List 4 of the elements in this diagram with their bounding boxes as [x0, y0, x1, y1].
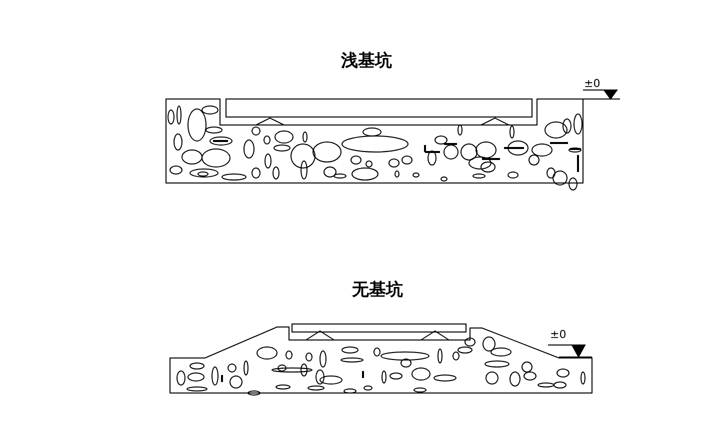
elevation-label: ±0: [584, 78, 600, 89]
elevation-label: ±0: [550, 329, 566, 340]
heading: 无基坑: [352, 282, 403, 299]
heading: 浅基坑: [341, 53, 392, 70]
